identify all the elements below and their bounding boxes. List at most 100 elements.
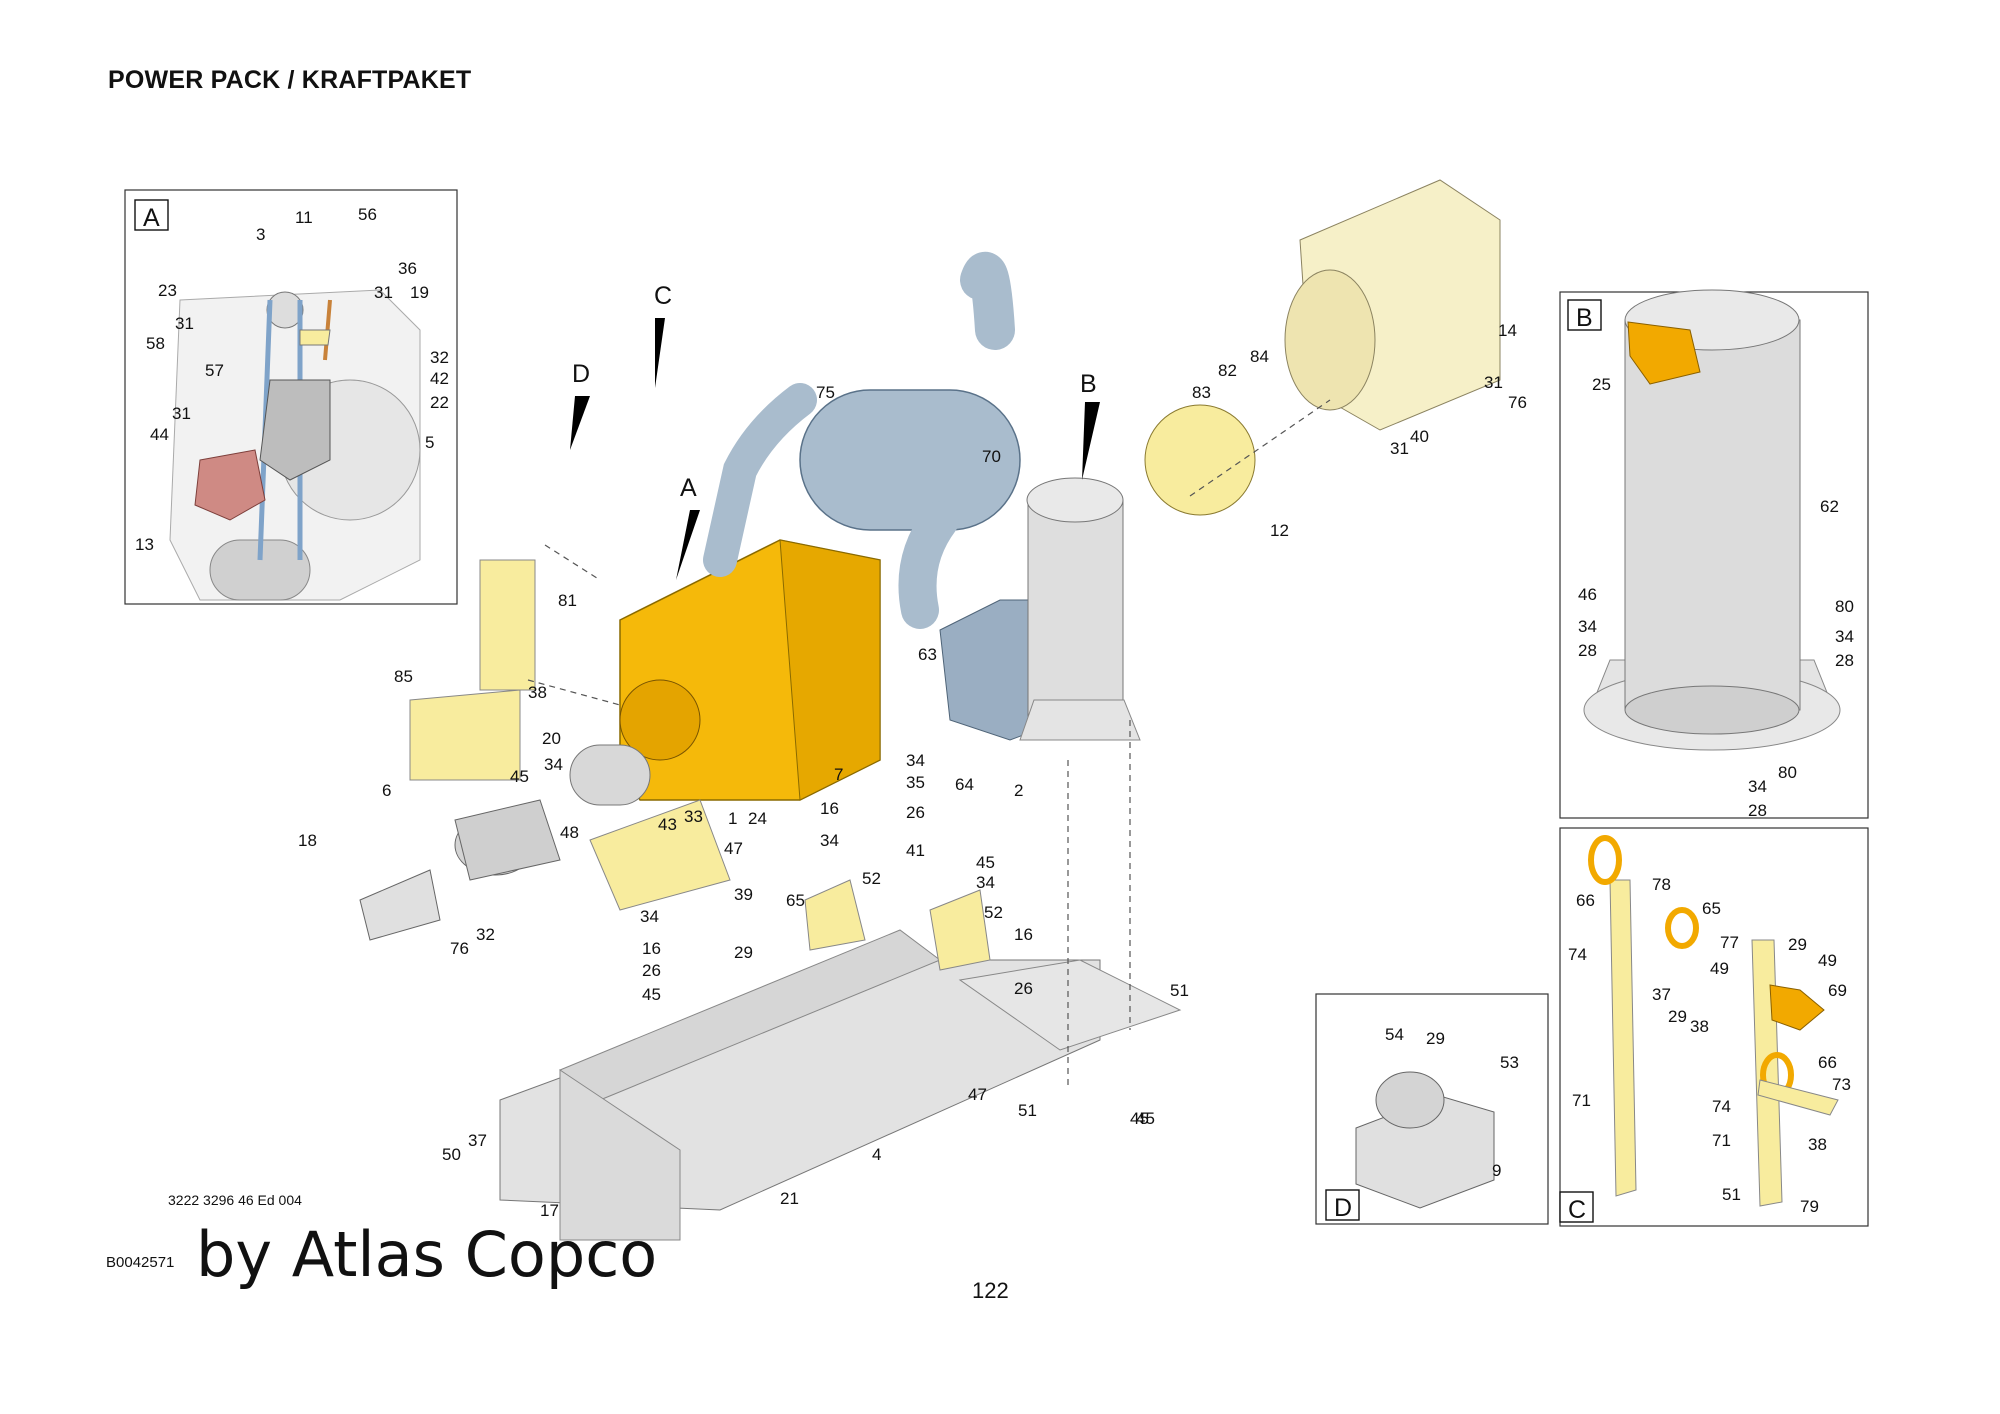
callout-75: 75: [816, 383, 835, 402]
document-reference: 3222 3296 46 Ed 004: [168, 1192, 302, 1208]
callout-b-34c: 34: [1748, 777, 1767, 796]
detail-c-tag: C: [1568, 1196, 1586, 1224]
callout-70: 70: [982, 447, 1001, 466]
callout-d-29: 29: [1426, 1029, 1445, 1048]
detail-b-panel: B: [1559, 289, 1869, 819]
callout-c-49: 49: [1710, 959, 1729, 978]
callout-c-38b: 38: [1808, 1135, 1827, 1154]
callout-20: 20: [542, 729, 561, 748]
callout-c-74b: 74: [1712, 1097, 1731, 1116]
callout-c-66b: 66: [1818, 1053, 1837, 1072]
callout-detail-c-pointer: C: [654, 282, 672, 310]
callout-a-31c: 31: [172, 404, 191, 423]
callout-26b: 26: [1014, 979, 1033, 998]
callout-32: 32: [476, 925, 495, 944]
callout-a-22: 22: [430, 393, 449, 412]
watermark: by Atlas Copco: [196, 1218, 658, 1291]
callout-a-32: 32: [430, 348, 449, 367]
callout-16: 16: [642, 939, 661, 958]
callout-50: 50: [442, 1145, 461, 1164]
callout-6: 6: [382, 781, 391, 800]
callout-a-3: 3: [256, 225, 265, 244]
callouts-detail-a: 11 56 3 36 31 19 23 31 58 32 57 42 31 22…: [135, 205, 449, 554]
callout-45d: 45: [1130, 1109, 1149, 1128]
callout-12: 12: [1270, 521, 1289, 540]
callout-b-28: 28: [1578, 641, 1597, 660]
callout-45e: 45: [1136, 1109, 1155, 1128]
detail-b-tag: B: [1576, 304, 1593, 332]
detail-a-panel: A: [124, 189, 458, 605]
callout-83: 83: [1192, 383, 1211, 402]
callout-a-11: 11: [295, 208, 313, 227]
callout-a-13: 13: [135, 535, 154, 554]
callout-14: 14: [1498, 321, 1517, 340]
callout-47b: 47: [968, 1085, 987, 1104]
callout-b-34b: 34: [1835, 627, 1854, 646]
detail-a-tag: A: [143, 204, 160, 232]
callout-45c: 45: [976, 853, 995, 872]
callout-18: 18: [298, 831, 317, 850]
callout-b-28b: 28: [1835, 651, 1854, 670]
callout-c-74: 74: [1568, 945, 1587, 964]
callout-34b: 34: [640, 907, 659, 926]
detail-d-panel: D: [1315, 993, 1549, 1225]
callout-21: 21: [780, 1189, 799, 1208]
callout-a-19: 19: [410, 283, 429, 302]
callout-34c: 34: [976, 873, 995, 892]
detail-a-frame: [134, 199, 169, 231]
callout-26c: 26: [906, 803, 925, 822]
callouts-main: C D 75 A 70 B 81 85 38 20 6 45 34 48 18 …: [298, 282, 1527, 1220]
callout-51b: 51: [1018, 1101, 1037, 1120]
detail-d-tag: D: [1334, 1194, 1352, 1222]
callout-34: 34: [544, 755, 563, 774]
callout-a-23: 23: [158, 281, 177, 300]
callout-d-53: 53: [1500, 1053, 1519, 1072]
callout-81: 81: [558, 591, 577, 610]
callout-c-71: 71: [1572, 1091, 1591, 1110]
callout-c-51: 51: [1722, 1185, 1741, 1204]
callout-39: 39: [734, 885, 753, 904]
callout-a-56: 56: [358, 205, 377, 224]
callout-35: 35: [906, 773, 925, 792]
callout-40: 40: [1410, 427, 1429, 446]
callout-16b: 16: [1014, 925, 1033, 944]
callout-26: 26: [642, 961, 661, 980]
callout-c-66: 66: [1576, 891, 1595, 910]
callout-a-5: 5: [425, 433, 434, 452]
callout-b-62: 62: [1820, 497, 1839, 516]
callout-48: 48: [560, 823, 579, 842]
callout-c-29: 29: [1668, 1007, 1687, 1026]
callout-a-44: 44: [150, 425, 169, 444]
callout-64: 64: [955, 775, 974, 794]
assembly-lines: [527, 399, 1331, 1085]
callout-24: 24: [748, 809, 767, 828]
callout-c-69: 69: [1828, 981, 1847, 1000]
callout-c-65: 65: [1702, 899, 1721, 918]
callout-a-36: 36: [398, 259, 417, 278]
callout-65: 65: [786, 891, 805, 910]
detail-c-panel: C: [1559, 827, 1869, 1227]
callout-82: 82: [1218, 361, 1237, 380]
callout-a-58: 58: [146, 334, 165, 353]
callout-7: 7: [834, 765, 843, 784]
callout-41: 41: [906, 841, 925, 860]
callout-47: 47: [724, 839, 743, 858]
callouts-detail-b: 25 62 46 80 34 28 34 28 80 34 28: [1578, 375, 1854, 820]
callout-34d: 34: [906, 751, 925, 770]
callout-16c: 16: [820, 799, 839, 818]
callout-a-42: 42: [430, 369, 449, 388]
callout-b-46: 46: [1578, 585, 1597, 604]
callout-c-78: 78: [1652, 875, 1671, 894]
callout-b-28c: 28: [1748, 801, 1767, 820]
callout-43: 43: [658, 815, 677, 834]
callout-d-54: 54: [1385, 1025, 1404, 1044]
callout-31b: 31: [1390, 439, 1409, 458]
callout-b-34: 34: [1578, 617, 1597, 636]
detail-pointers: [570, 318, 1100, 580]
callout-c-37: 37: [1652, 985, 1671, 1004]
callout-17: 17: [540, 1201, 559, 1220]
callout-29: 29: [734, 943, 753, 962]
callout-detail-b-pointer: B: [1080, 370, 1097, 398]
figure-code: B0042571: [106, 1254, 175, 1271]
callout-c-77: 77: [1720, 933, 1739, 952]
